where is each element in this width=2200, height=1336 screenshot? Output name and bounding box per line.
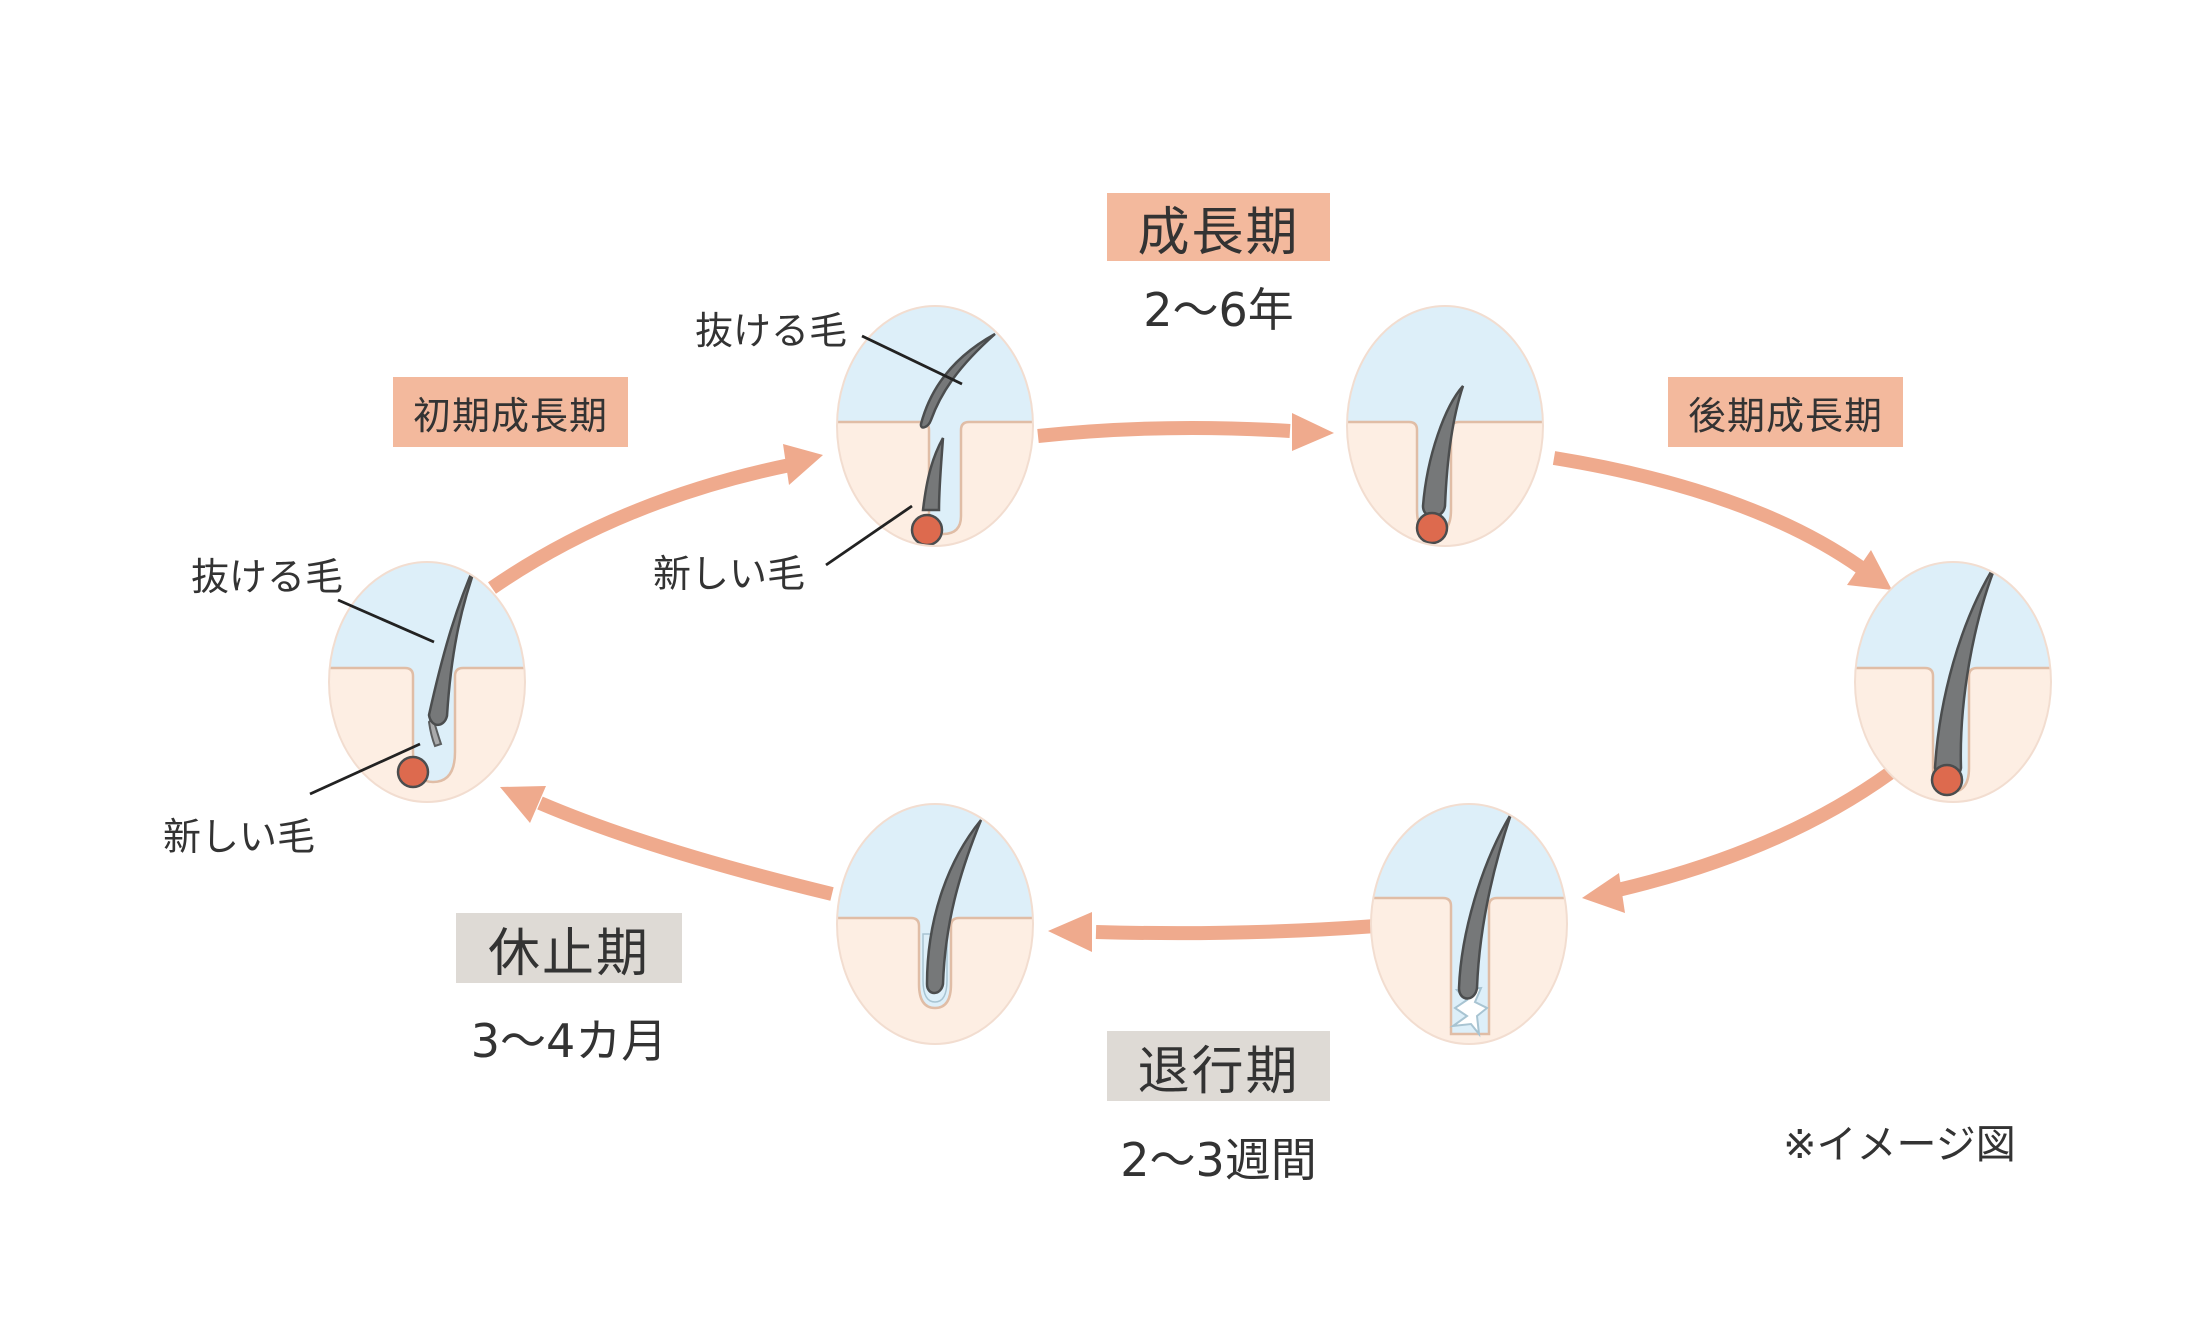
phase-label-anagen: 成長期 [1107, 193, 1330, 263]
arrow-head-early-to-top [783, 444, 823, 485]
arrow-telogen-to-early [537, 796, 834, 901]
phase-label-anagen-text: 成長期 [1137, 202, 1300, 263]
cycle-arrows [488, 413, 1895, 952]
illustration-note: ※イメージ図 [1783, 1122, 2016, 1168]
phase-label-early-anagen: 初期成長期 [393, 377, 628, 447]
phase-duration-telogen: 3〜4カ月 [470, 1014, 668, 1068]
phase-label-catagen-text: 退行期 [1137, 1041, 1300, 1102]
callout-top-old-hair: 抜ける毛 [695, 309, 848, 353]
follicle-early-anagen [328, 561, 526, 803]
phase-label-late-anagen-text: 後期成長期 [1687, 393, 1883, 438]
phase-label-catagen: 退行期 [1107, 1031, 1330, 1102]
follicle-catagen [1370, 803, 1568, 1045]
phase-duration-anagen: 2〜6年 [1143, 283, 1294, 337]
arrow-head-top-to-anagen [1292, 413, 1334, 451]
arrow-head-telogen-to-early [500, 786, 546, 823]
leader-top-new-hair [825, 504, 913, 567]
follicle-top [836, 305, 1034, 547]
phase-label-telogen-text: 休止期 [487, 923, 650, 984]
arrow-top-to-anagen [1037, 420, 1291, 443]
phase-label-telogen: 休止期 [456, 913, 682, 984]
callout-left-new-hair: 新しい毛 [163, 815, 316, 859]
arrow-anagen-to-late [1552, 451, 1865, 573]
follicle-late-anagen [1854, 561, 2052, 803]
arrow-head-anagen-to-late [1847, 550, 1892, 590]
callout-leaders [309, 334, 963, 796]
phase-label-late-anagen: 後期成長期 [1668, 377, 1903, 447]
leader-left-old-hair [337, 598, 435, 644]
phase-duration-catagen: 2〜3週間 [1120, 1133, 1317, 1187]
arrow-late-to-catagen [1616, 767, 1895, 897]
leader-top-old-hair [861, 334, 963, 386]
callout-left-old-hair: 抜ける毛 [191, 555, 344, 599]
follicle-telogen [836, 803, 1034, 1045]
arrow-head-late-to-catagen [1582, 873, 1625, 913]
leader-left-new-hair [309, 742, 421, 796]
phase-label-early-anagen-text: 初期成長期 [412, 393, 608, 438]
arrow-early-to-top [488, 458, 792, 594]
arrow-head-catagen-to-telogen [1048, 912, 1092, 952]
follicle-anagen [1346, 305, 1544, 547]
callout-top-new-hair: 新しい毛 [653, 552, 806, 596]
arrow-catagen-to-telogen [1095, 919, 1377, 941]
